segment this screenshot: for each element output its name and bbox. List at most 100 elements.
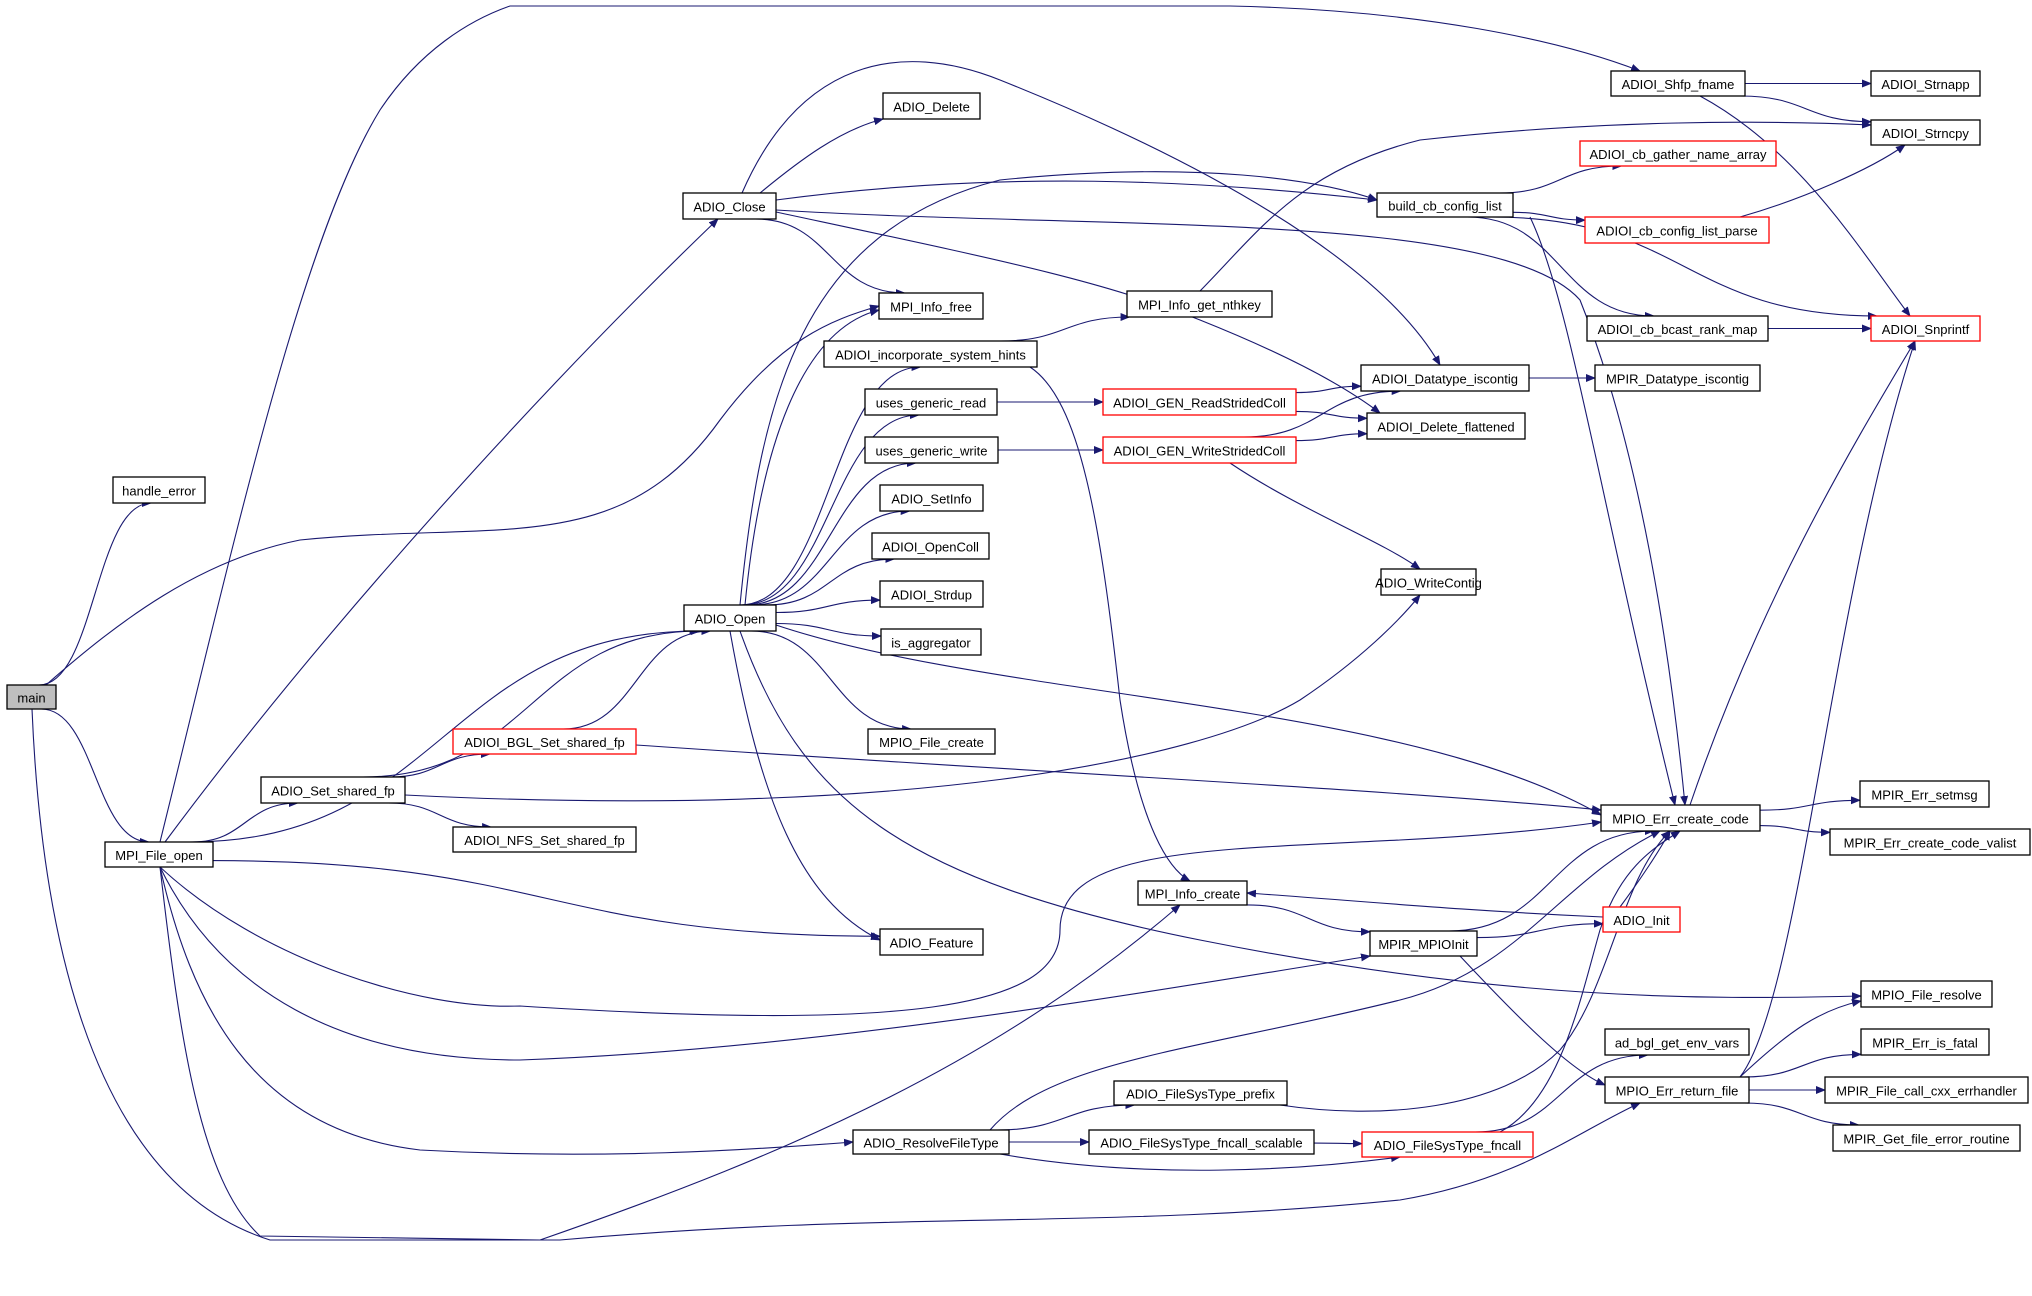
node-box[interactable] <box>878 292 984 320</box>
node-box[interactable] <box>1126 290 1273 318</box>
node-MPIR_File_call_cxx_errhandler[interactable]: MPIR_File_call_cxx_errhandler <box>1824 1076 2029 1104</box>
node-MPIR_Err_is_fatal[interactable]: MPIR_Err_is_fatal <box>1860 1028 1990 1056</box>
node-box[interactable] <box>1824 1076 2029 1104</box>
node-box[interactable] <box>1360 364 1530 392</box>
node-box[interactable] <box>852 1129 1010 1155</box>
node-ADIOI_Strdup[interactable]: ADIOI_Strdup <box>879 580 984 608</box>
node-ADIO_Delete[interactable]: ADIO_Delete <box>882 92 981 120</box>
node-box[interactable] <box>1870 70 1981 97</box>
node-box[interactable] <box>1369 930 1478 957</box>
node-box[interactable] <box>683 604 777 632</box>
node-box[interactable] <box>1376 192 1514 218</box>
node-ADIO_Init[interactable]: ADIO_Init <box>1602 906 1681 933</box>
node-box[interactable] <box>1088 1129 1315 1155</box>
node-box[interactable] <box>879 928 984 956</box>
node-ADIOI_cb_config_list_parse[interactable]: ADIOI_cb_config_list_parse <box>1584 216 1770 244</box>
node-MPIR_Get_file_error_routine[interactable]: MPIR_Get_file_error_routine <box>1832 1124 2021 1152</box>
node-ADIO_Open[interactable]: ADIO_Open <box>683 604 777 632</box>
node-MPI_File_open[interactable]: MPI_File_open <box>104 841 214 868</box>
node-ADIOI_GEN_WriteStridedColl[interactable]: ADIOI_GEN_WriteStridedColl <box>1102 436 1297 464</box>
node-box[interactable] <box>1604 1028 1750 1056</box>
node-ADIOI_Delete_flattened[interactable]: ADIOI_Delete_flattened <box>1366 412 1526 440</box>
node-MPIR_MPIOInit[interactable]: MPIR_MPIOInit <box>1369 930 1478 957</box>
node-box[interactable] <box>682 192 777 220</box>
node-ADIOI_GEN_ReadStridedColl[interactable]: ADIOI_GEN_ReadStridedColl <box>1102 388 1297 416</box>
node-box[interactable] <box>879 580 984 608</box>
node-ADIOI_NFS_Set_shared_fp[interactable]: ADIOI_NFS_Set_shared_fp <box>452 826 637 853</box>
node-box[interactable] <box>1859 780 1990 808</box>
node-box[interactable] <box>452 728 637 755</box>
node-box[interactable] <box>1586 315 1769 342</box>
node-MPIR_Err_setmsg[interactable]: MPIR_Err_setmsg <box>1859 780 1990 808</box>
node-box[interactable] <box>1380 568 1477 596</box>
node-ADIO_Close[interactable]: ADIO_Close <box>682 192 777 220</box>
node-ADIOI_incorporate_system_hints[interactable]: ADIOI_incorporate_system_hints <box>823 340 1038 368</box>
node-ADIOI_Strncpy[interactable]: ADIOI_Strncpy <box>1870 119 1981 146</box>
node-box[interactable] <box>1832 1124 2021 1152</box>
node-box[interactable] <box>1860 1028 1990 1056</box>
node-ADIOI_Datatype_iscontig[interactable]: ADIOI_Datatype_iscontig <box>1360 364 1530 392</box>
node-ADIO_Set_shared_fp[interactable]: ADIO_Set_shared_fp <box>260 776 406 804</box>
node-box[interactable] <box>260 776 406 804</box>
node-box[interactable] <box>1600 804 1761 832</box>
node-ADIO_Feature[interactable]: ADIO_Feature <box>879 928 984 956</box>
node-box[interactable] <box>1113 1080 1288 1106</box>
node-box[interactable] <box>1604 1076 1750 1104</box>
node-box[interactable] <box>1870 119 1981 146</box>
node-MPIR_Datatype_iscontig[interactable]: MPIR_Datatype_iscontig <box>1594 364 1761 392</box>
node-box[interactable] <box>1366 412 1526 440</box>
node-box[interactable] <box>823 340 1038 368</box>
node-ADIOI_Shfp_fname[interactable]: ADIOI_Shfp_fname <box>1610 70 1746 97</box>
node-box[interactable] <box>6 684 57 710</box>
node-box[interactable] <box>871 532 990 560</box>
node-box[interactable] <box>1829 828 2031 856</box>
node-MPI_Info_get_nthkey[interactable]: MPI_Info_get_nthkey <box>1126 290 1273 318</box>
node-MPI_Info_create[interactable]: MPI_Info_create <box>1137 880 1248 906</box>
node-box[interactable] <box>867 728 996 755</box>
node-box[interactable] <box>882 92 981 120</box>
node-ADIOI_BGL_Set_shared_fp[interactable]: ADIOI_BGL_Set_shared_fp <box>452 728 637 755</box>
node-MPIR_Err_create_code_valist[interactable]: MPIR_Err_create_code_valist <box>1829 828 2031 856</box>
node-MPIO_Err_create_code[interactable]: MPIO_Err_create_code <box>1600 804 1761 832</box>
node-MPIO_File_create[interactable]: MPIO_File_create <box>867 728 996 755</box>
node-MPIO_Err_return_file[interactable]: MPIO_Err_return_file <box>1604 1076 1750 1104</box>
node-ADIO_WriteContig[interactable]: ADIO_WriteContig <box>1375 568 1482 596</box>
node-ADIO_FileSysType_fncall[interactable]: ADIO_FileSysType_fncall <box>1361 1131 1534 1158</box>
node-ADIOI_Snprintf[interactable]: ADIOI_Snprintf <box>1870 315 1981 342</box>
node-box[interactable] <box>1860 980 1993 1008</box>
node-box[interactable] <box>1594 364 1761 392</box>
node-ADIO_FileSysType_fncall_scalable[interactable]: ADIO_FileSysType_fncall_scalable <box>1088 1129 1315 1155</box>
node-box[interactable] <box>1579 140 1777 167</box>
node-build_cb_config_list[interactable]: build_cb_config_list <box>1376 192 1514 218</box>
node-box[interactable] <box>1137 880 1248 906</box>
node-ADIOI_cb_bcast_rank_map[interactable]: ADIOI_cb_bcast_rank_map <box>1586 315 1769 342</box>
node-ADIO_SetInfo[interactable]: ADIO_SetInfo <box>879 484 984 512</box>
node-box[interactable] <box>880 628 982 656</box>
node-box[interactable] <box>1102 388 1297 416</box>
node-ADIO_FileSysType_prefix[interactable]: ADIO_FileSysType_prefix <box>1113 1080 1288 1106</box>
node-ADIOI_cb_gather_name_array[interactable]: ADIOI_cb_gather_name_array <box>1579 140 1777 167</box>
node-box[interactable] <box>1102 436 1297 464</box>
node-main[interactable]: main <box>6 684 57 710</box>
node-uses_generic_write[interactable]: uses_generic_write <box>864 436 999 464</box>
node-box[interactable] <box>452 826 637 853</box>
node-ADIOI_OpenColl[interactable]: ADIOI_OpenColl <box>871 532 990 560</box>
node-ad_bgl_get_env_vars[interactable]: ad_bgl_get_env_vars <box>1604 1028 1750 1056</box>
node-box[interactable] <box>1870 315 1981 342</box>
node-ADIO_ResolveFileType[interactable]: ADIO_ResolveFileType <box>852 1129 1010 1155</box>
node-box[interactable] <box>1584 216 1770 244</box>
node-MPIO_File_resolve[interactable]: MPIO_File_resolve <box>1860 980 1993 1008</box>
node-handle_error[interactable]: handle_error <box>112 476 206 504</box>
node-box[interactable] <box>879 484 984 512</box>
node-box[interactable] <box>1361 1131 1534 1158</box>
node-ADIOI_Strnapp[interactable]: ADIOI_Strnapp <box>1870 70 1981 97</box>
node-box[interactable] <box>864 436 999 464</box>
node-MPI_Info_free[interactable]: MPI_Info_free <box>878 292 984 320</box>
node-box[interactable] <box>864 388 998 416</box>
node-box[interactable] <box>1602 906 1681 933</box>
node-box[interactable] <box>1610 70 1746 97</box>
node-box[interactable] <box>112 476 206 504</box>
node-uses_generic_read[interactable]: uses_generic_read <box>864 388 998 416</box>
node-is_aggregator[interactable]: is_aggregator <box>880 628 982 656</box>
node-box[interactable] <box>104 841 214 868</box>
